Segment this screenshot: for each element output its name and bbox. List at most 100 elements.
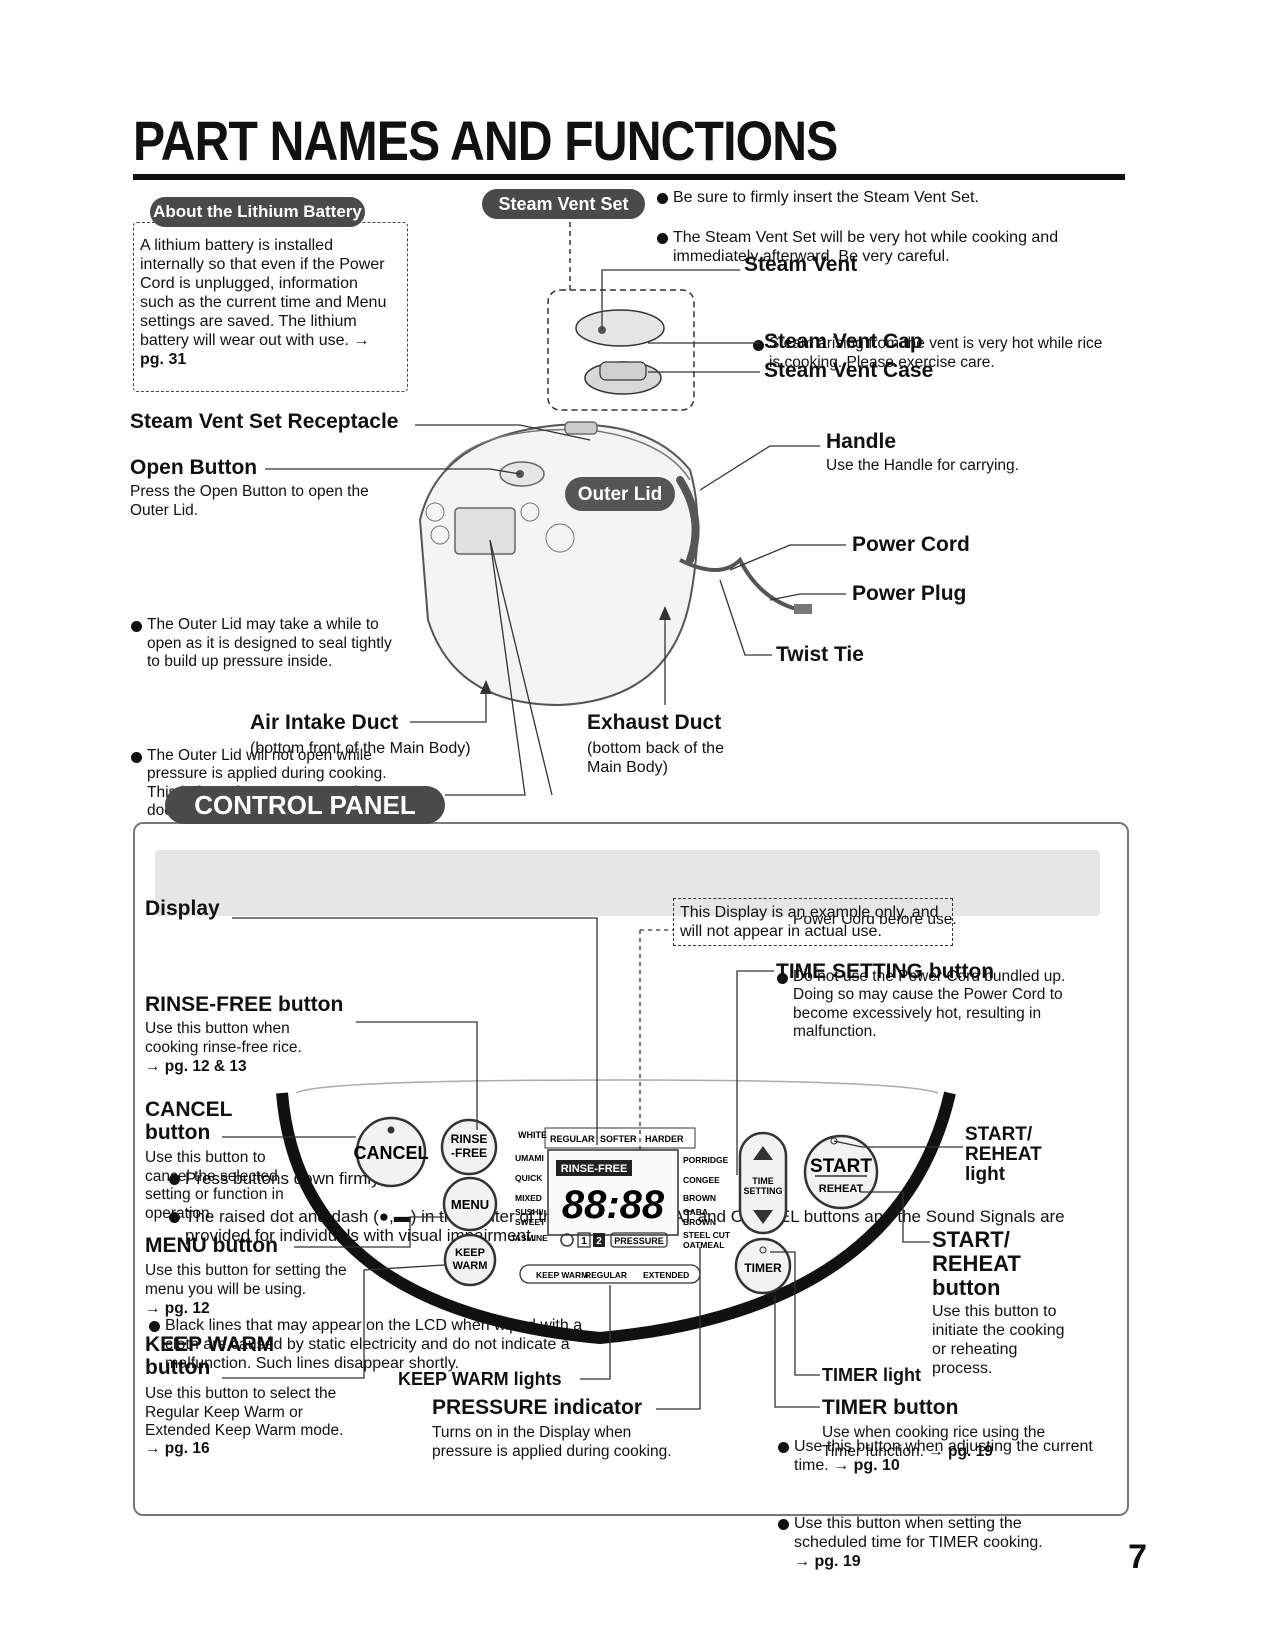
power-cord-icon: [679, 556, 801, 612]
time-setting-button-art: TIME SETTING: [738, 1131, 788, 1235]
steam-vent-case-label: Steam Vent Case: [764, 359, 934, 382]
time-setting-label: TIME SETTING button: [776, 960, 995, 983]
steam-vent-receptacle-label: Steam Vent Set Receptacle: [130, 410, 399, 433]
keep-warm-label-1: KEEP WARM: [145, 1333, 275, 1356]
lcd-display-art: WHITE REGULAR SOFTER HARDER RINSE-FREE 8…: [510, 1127, 731, 1284]
handle-note: Use the Handle for carrying.: [826, 457, 1019, 474]
cancel-text: Use this button to cancel the selected s…: [145, 1149, 284, 1222]
air-intake-label: Air Intake Duct: [250, 711, 399, 734]
time-setting-note-2: Use this button when setting the schedul…: [777, 1514, 1094, 1571]
rinse-art-text-1: RINSE: [451, 1132, 488, 1146]
cooker-display-window: [454, 507, 516, 555]
timer-ref: → pg. 19: [928, 1442, 993, 1460]
air-intake-note: (bottom front of the Main Body): [250, 740, 471, 757]
steam-vent-set-note-2: The Steam Vent Set will be very hot whil…: [656, 228, 1103, 266]
outer-lid-tag: [565, 477, 675, 511]
steam-vent-label: Steam Vent: [744, 253, 858, 276]
outer-lid-tag-text: Outer Lid: [578, 484, 662, 505]
timer-text-body: Use when cooking rice using the Timer fu…: [822, 1424, 1046, 1460]
timer-label: TIMER button: [822, 1396, 959, 1419]
lcd-top-2: SOFTER: [600, 1134, 637, 1144]
keep-warm-button-art: KEEP WARM: [443, 1233, 497, 1287]
time-setting-note-2-text: Use this button when setting the schedul…: [794, 1514, 1043, 1551]
steam-vent-case-icon: [584, 361, 662, 395]
keep-warm-text: Use this button to select the Regular Ke…: [145, 1385, 344, 1439]
lcd-left-3: SUSHI/: [515, 1207, 544, 1217]
cancel-button-art: CANCEL: [354, 1116, 429, 1188]
battery-text: A lithium battery is installed internall…: [140, 236, 390, 369]
steam-vent-set-note-1: Be sure to firmly insert the Steam Vent …: [656, 188, 1103, 207]
start-button-label-3: button: [932, 1275, 1001, 1300]
reheat-art-text: REHEAT: [819, 1183, 864, 1195]
clock-icon: [560, 1233, 574, 1247]
time-art-text-2: SETTING: [743, 1186, 782, 1196]
keep-art-text-2: WARM: [453, 1260, 488, 1272]
cancel-label-1: CANCEL: [145, 1098, 233, 1121]
lcd-left-2: MIXED: [515, 1193, 542, 1203]
time-setting-note-2-ref: → pg. 19: [794, 1552, 861, 1570]
menu-ref: → pg. 12: [145, 1300, 210, 1317]
down-arrow-icon: [753, 1210, 773, 1224]
pressure-text: Turns on in the Display when pressure is…: [432, 1424, 672, 1460]
lcd-left-1: QUICK: [515, 1173, 543, 1183]
open-button-note-1: The Outer Lid may take a while to open a…: [130, 616, 392, 672]
lcd-top-1: REGULAR: [550, 1134, 595, 1144]
timer-text: Use when cooking rice using the Timer fu…: [822, 1424, 1062, 1461]
start-light-label-1: START/: [965, 1124, 1033, 1145]
lcd-left-0: UMAMI: [515, 1153, 544, 1163]
rinse-free-label: RINSE-FREE button: [145, 993, 344, 1016]
keep-art-text-1: KEEP: [455, 1247, 485, 1259]
lcd-num-1: 1: [581, 1236, 587, 1247]
rice-cooker-illustration: [418, 421, 812, 707]
power-cord-label: Power Cord: [852, 533, 970, 556]
menu-button-art: MENU: [442, 1176, 498, 1232]
keep-warm-label-2: button: [145, 1356, 211, 1379]
page-number: 7: [1128, 1538, 1147, 1576]
lcd-right-2: BROWN: [683, 1193, 716, 1203]
exhaust-note: (bottom back of the Main Body): [587, 740, 724, 776]
start-light-label-3: light: [965, 1164, 1006, 1185]
steam-vent-set-tag: Steam Vent Set: [482, 189, 645, 219]
kw-row-1: REGULAR: [585, 1270, 627, 1280]
menu-label: MENU button: [145, 1234, 278, 1257]
lcd-right-5: STEEL CUT: [683, 1230, 731, 1240]
lcd-right-0: PORRIDGE: [683, 1155, 729, 1165]
exhaust-label: Exhaust Duct: [587, 711, 722, 734]
rinse-free-text: Use this button when cooking rinse-free …: [145, 1020, 302, 1056]
open-button-label: Open Button: [130, 456, 258, 479]
start-button-label-1: START/: [932, 1227, 1010, 1252]
steam-vent-set-box: [547, 289, 695, 411]
steam-vent-cap-icon: [575, 309, 665, 347]
title-rule: [133, 174, 1125, 180]
handle-icon: [676, 476, 700, 564]
up-arrow-icon: [753, 1146, 773, 1160]
lcd-num-2: 2: [596, 1236, 602, 1247]
menu-text: Use this button for setting the menu you…: [145, 1262, 347, 1298]
twist-tie-note-2: Do not use the Power Cord bundled up. Do…: [776, 968, 1098, 1042]
start-button-art: START REHEAT: [803, 1134, 879, 1210]
power-plug-icon: [794, 604, 812, 614]
rinse-free-button-art: RINSE -FREE: [440, 1118, 498, 1176]
rinse-free-ref: → pg. 12 & 13: [145, 1058, 247, 1075]
battery-ref: → pg. 31: [140, 332, 370, 368]
control-panel-outline: [276, 1091, 956, 1345]
steam-vent-cap-label: Steam Vent Cap: [764, 330, 923, 353]
time-setting-note-1-text: Use this button when adjusting the curre…: [794, 1437, 1093, 1474]
battery-tag: About the Lithium Battery: [150, 197, 365, 227]
lcd-right-1: CONGEE: [683, 1175, 720, 1185]
start-art-text: START: [810, 1156, 872, 1177]
control-panel-tag: CONTROL PANEL: [165, 786, 445, 824]
lcd-left-5: JASMINE: [510, 1233, 548, 1243]
open-button-text: Press the Open Button to open the Outer …: [130, 483, 369, 519]
lcd-top-3: HARDER: [645, 1134, 684, 1144]
keep-warm-ref: → pg. 16: [145, 1440, 210, 1457]
lcd-right-3: GABA: [683, 1207, 708, 1217]
lcd-left-4: SWEET: [515, 1217, 546, 1227]
handle-label: Handle: [826, 430, 897, 453]
rinse-art-text-2: -FREE: [451, 1146, 487, 1160]
twist-tie-label: Twist Tie: [776, 643, 864, 666]
display-example-note: This Display is an example only, and wil…: [673, 898, 953, 946]
time-art-text-1: TIME: [752, 1176, 774, 1186]
